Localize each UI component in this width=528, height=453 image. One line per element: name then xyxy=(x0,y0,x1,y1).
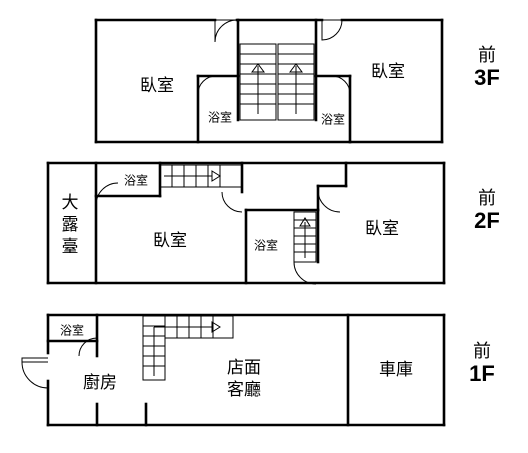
stair-arrow-icon xyxy=(299,217,311,227)
bathroom-3f-right-label: 浴室 xyxy=(321,112,345,127)
terrace-label-char-2: 露 xyxy=(62,215,79,235)
staircase-2f-mid xyxy=(293,211,317,263)
garage-label: 車庫 xyxy=(379,360,413,380)
bathroom-2f-mid-label: 浴室 xyxy=(254,238,278,253)
bathroom-3f-left-label: 浴室 xyxy=(208,110,232,125)
front-door-icon xyxy=(21,357,49,389)
living-room-label: 客廳 xyxy=(227,380,261,400)
floor-1f-title: 1F xyxy=(469,361,495,386)
staircase-1f xyxy=(142,315,234,381)
bathroom-2f-top-label: 浴室 xyxy=(124,173,148,188)
staircase-2f-top xyxy=(159,164,243,188)
door-swing-icon xyxy=(197,75,217,95)
stair-arrow-icon xyxy=(289,63,303,73)
door-swing-icon xyxy=(317,189,341,213)
staircase-3f xyxy=(239,43,315,121)
floor-1f-plan: 浴室 廚房 店面 客廳 車庫 xyxy=(21,313,446,427)
stair-arrow-icon xyxy=(211,170,221,182)
floor-3f-side-label: 前 3F xyxy=(465,46,509,90)
kitchen-label: 廚房 xyxy=(83,372,117,393)
stair-arrow-icon xyxy=(251,63,265,73)
bedroom-3f-left-label: 臥室 xyxy=(140,76,174,96)
door-swing-icon xyxy=(78,337,98,357)
front-indicator-1f: 前 xyxy=(473,341,491,362)
floor-3f-title: 3F xyxy=(474,65,500,90)
bedroom-2f-left-label: 臥室 xyxy=(153,231,187,251)
stair-arrow-icon xyxy=(211,321,221,333)
shop-label: 店面 xyxy=(227,358,261,378)
floor-2f-title: 2F xyxy=(474,208,500,233)
bathroom-1f-label: 浴室 xyxy=(60,323,84,338)
door-swing-icon xyxy=(95,182,119,206)
floor-3f-plan: 臥室 臥室 浴室 浴室 xyxy=(94,18,444,144)
door-swing-icon xyxy=(321,19,343,41)
floor-2f-plan: 大 露 臺 浴室 臥室 浴室 臥室 xyxy=(46,161,446,285)
floor-1f-side-label: 前 1F xyxy=(460,342,504,386)
door-swing-icon xyxy=(331,75,351,95)
door-swing-icon xyxy=(293,261,317,285)
bedroom-2f-right-label: 臥室 xyxy=(365,219,399,239)
floor-2f-side-label: 前 2F xyxy=(465,189,509,233)
door-swing-icon xyxy=(214,19,238,43)
front-indicator-3f: 前 xyxy=(478,45,496,66)
terrace-label-char-1: 大 xyxy=(62,193,79,213)
bedroom-3f-right-label: 臥室 xyxy=(371,62,405,82)
door-swing-icon xyxy=(221,191,243,213)
front-indicator-2f: 前 xyxy=(478,188,496,209)
terrace-label-char-3: 臺 xyxy=(62,237,79,257)
